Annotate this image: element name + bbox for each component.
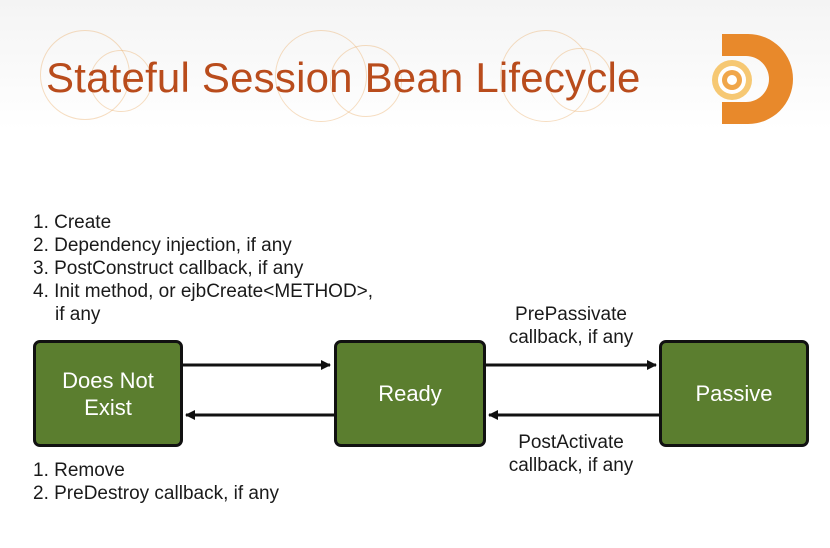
remove-steps: 1. Remove 2. PreDestroy callback, if any (33, 459, 279, 505)
slide-title: Stateful Session Bean Lifecycle (46, 54, 641, 101)
create-steps: 1. Create 2. Dependency injection, if an… (33, 211, 373, 326)
state-label: Passive (695, 381, 773, 406)
state-ready: Ready (334, 340, 486, 447)
decorative-circle (90, 50, 152, 112)
create-step: 1. Create (33, 212, 112, 233)
state-label: Does Not (62, 367, 154, 393)
passivate-label-line: PrePassivate (515, 304, 627, 325)
state-label: Exist (84, 394, 132, 420)
remove-step: 2. PreDestroy callback, if any (33, 483, 280, 504)
create-step: 3. PostConstruct callback, if any (33, 258, 304, 279)
passivate-label: PrePassivate callback, if any (496, 303, 646, 349)
create-step: 2. Dependency injection, if any (33, 235, 292, 256)
create-step: 4. Init method, or ejbCreate<METHOD>, (33, 281, 374, 302)
activate-label-line: callback, if any (508, 455, 634, 476)
activate-label: PostActivate callback, if any (496, 431, 646, 477)
state-label: Ready (378, 381, 442, 406)
logo-d-icon (712, 34, 793, 124)
create-step: if any (55, 304, 101, 325)
remove-step: 1. Remove (33, 460, 125, 481)
decorative-circle (330, 45, 402, 117)
passivate-label-line: callback, if any (508, 327, 634, 348)
decorative-circle (548, 48, 612, 112)
state-does-not-exist: Does Not Exist (33, 340, 183, 447)
activate-label-line: PostActivate (518, 432, 624, 453)
state-passive: Passive (659, 340, 809, 447)
